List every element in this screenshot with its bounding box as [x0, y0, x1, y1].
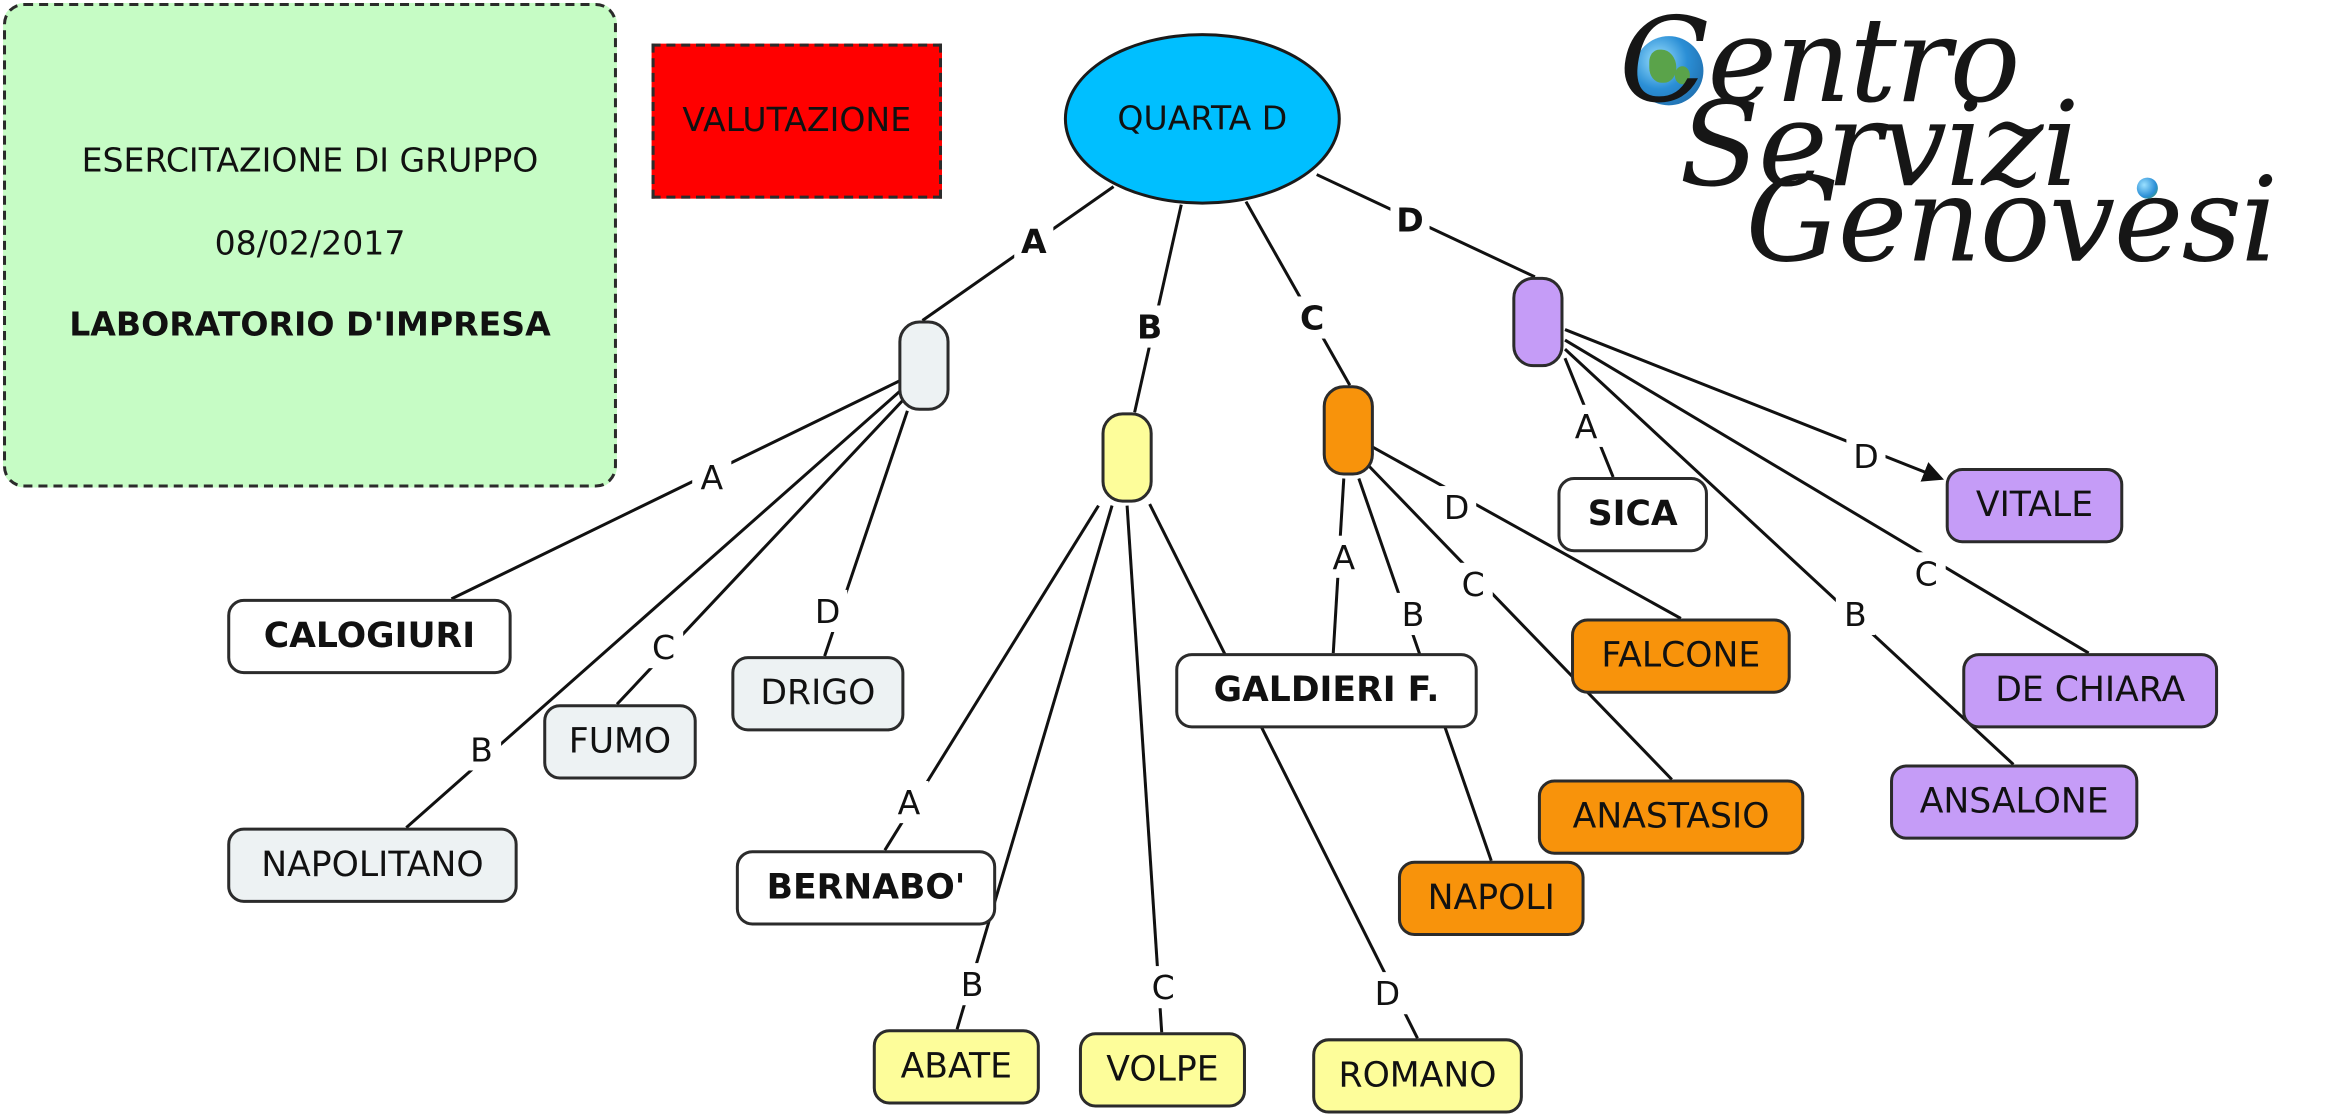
small-globe-icon	[2136, 177, 2158, 199]
group-a-hub[interactable]	[898, 320, 950, 411]
edge-label-group-a-b: B	[470, 730, 493, 769]
info-note: ESERCITAZIONE DI GRUPPO 08/02/2017 LABOR…	[3, 3, 617, 488]
edge-label-root-c: C	[1300, 299, 1324, 338]
member-bernabo[interactable]: BERNABO'	[735, 850, 997, 926]
edge-group-b-romano	[1148, 503, 1419, 1039]
logo-line-2: Servizi	[1679, 78, 2079, 214]
edge-label-group-b-c: C	[1152, 968, 1175, 1007]
logo-line-1: Centro	[1619, 0, 2020, 130]
member-napoli[interactable]: NAPOLI	[1397, 860, 1585, 936]
edge-label-group-c-c: C	[1462, 565, 1485, 604]
note-title: ESERCITAZIONE DI GRUPPO	[81, 143, 539, 182]
logo-line-3: Genovesi	[1745, 153, 2279, 289]
member-galdieri[interactable]: GALDIERI F.	[1175, 653, 1478, 729]
member-anastasio[interactable]: ANASTASIO	[1537, 779, 1805, 855]
centro-servizi-genovesi-logo: Centro Servizi Genovesi	[1607, 0, 2278, 301]
edge-group-c-anastasio	[1368, 465, 1673, 781]
edge-group-c-falcone	[1371, 445, 1682, 620]
edge-label-group-d-a: A	[1575, 407, 1598, 446]
member-fumo[interactable]: FUMO	[543, 704, 697, 780]
edge-label-root-b: B	[1137, 308, 1162, 347]
member-drigo[interactable]: DRIGO	[731, 656, 905, 732]
edge-root-group-c	[1244, 200, 1352, 386]
group-b-hub[interactable]	[1101, 412, 1153, 503]
member-falcone[interactable]: FALCONE	[1571, 618, 1791, 694]
member-abate[interactable]: ABATE	[872, 1029, 1040, 1105]
group-c-hub[interactable]	[1322, 385, 1374, 476]
note-subject: LABORATORIO D'IMPRESA	[69, 307, 551, 345]
member-ansalone[interactable]: ANSALONE	[1890, 764, 2139, 840]
member-napolitano[interactable]: NAPOLITANO	[227, 827, 518, 903]
member-calogiuri[interactable]: CALOGIURI	[227, 598, 512, 675]
edge-label-group-c-b: B	[1402, 595, 1425, 634]
edge-label-group-a-d: D	[815, 592, 840, 631]
valutazione-box[interactable]: VALUTAZIONE	[651, 43, 943, 199]
globe-icon	[1634, 36, 1704, 106]
group-d-hub[interactable]	[1512, 276, 1564, 368]
edge-group-d-ansalone	[1563, 348, 2015, 766]
note-date: 08/02/2017	[214, 225, 406, 264]
edge-label-group-b-b: B	[961, 965, 984, 1004]
member-romano[interactable]: ROMANO	[1312, 1038, 1523, 1114]
edge-label-root-a: A	[1021, 222, 1047, 261]
edge-label-group-c-d: D	[1444, 488, 1469, 527]
edge-label-group-d-c: C	[1915, 554, 1938, 593]
edge-group-d-de-chiara	[1564, 338, 2090, 655]
member-de-chiara[interactable]: DE CHIARA	[1962, 653, 2219, 729]
edge-label-group-d-d: D	[1853, 437, 1878, 476]
member-sica[interactable]: SICA	[1557, 477, 1708, 553]
edge-label-group-a-c: C	[652, 628, 675, 667]
member-vitale[interactable]: VITALE	[1945, 467, 2124, 544]
edge-label-group-b-a: A	[898, 783, 921, 822]
edge-group-a-calogiuri	[450, 379, 901, 601]
member-volpe[interactable]: VOLPE	[1078, 1032, 1246, 1108]
root-node[interactable]: QUARTA D	[1063, 33, 1341, 205]
edge-label-group-a-a: A	[700, 458, 723, 497]
edge-label-group-c-a: A	[1332, 538, 1355, 577]
edge-label-group-d-b: B	[1844, 595, 1867, 634]
edge-group-b-volpe	[1125, 505, 1164, 1033]
edge-label-root-d: D	[1396, 201, 1423, 240]
edge-label-group-b-d: D	[1375, 974, 1400, 1013]
edge-group-b-abate	[955, 505, 1114, 1030]
